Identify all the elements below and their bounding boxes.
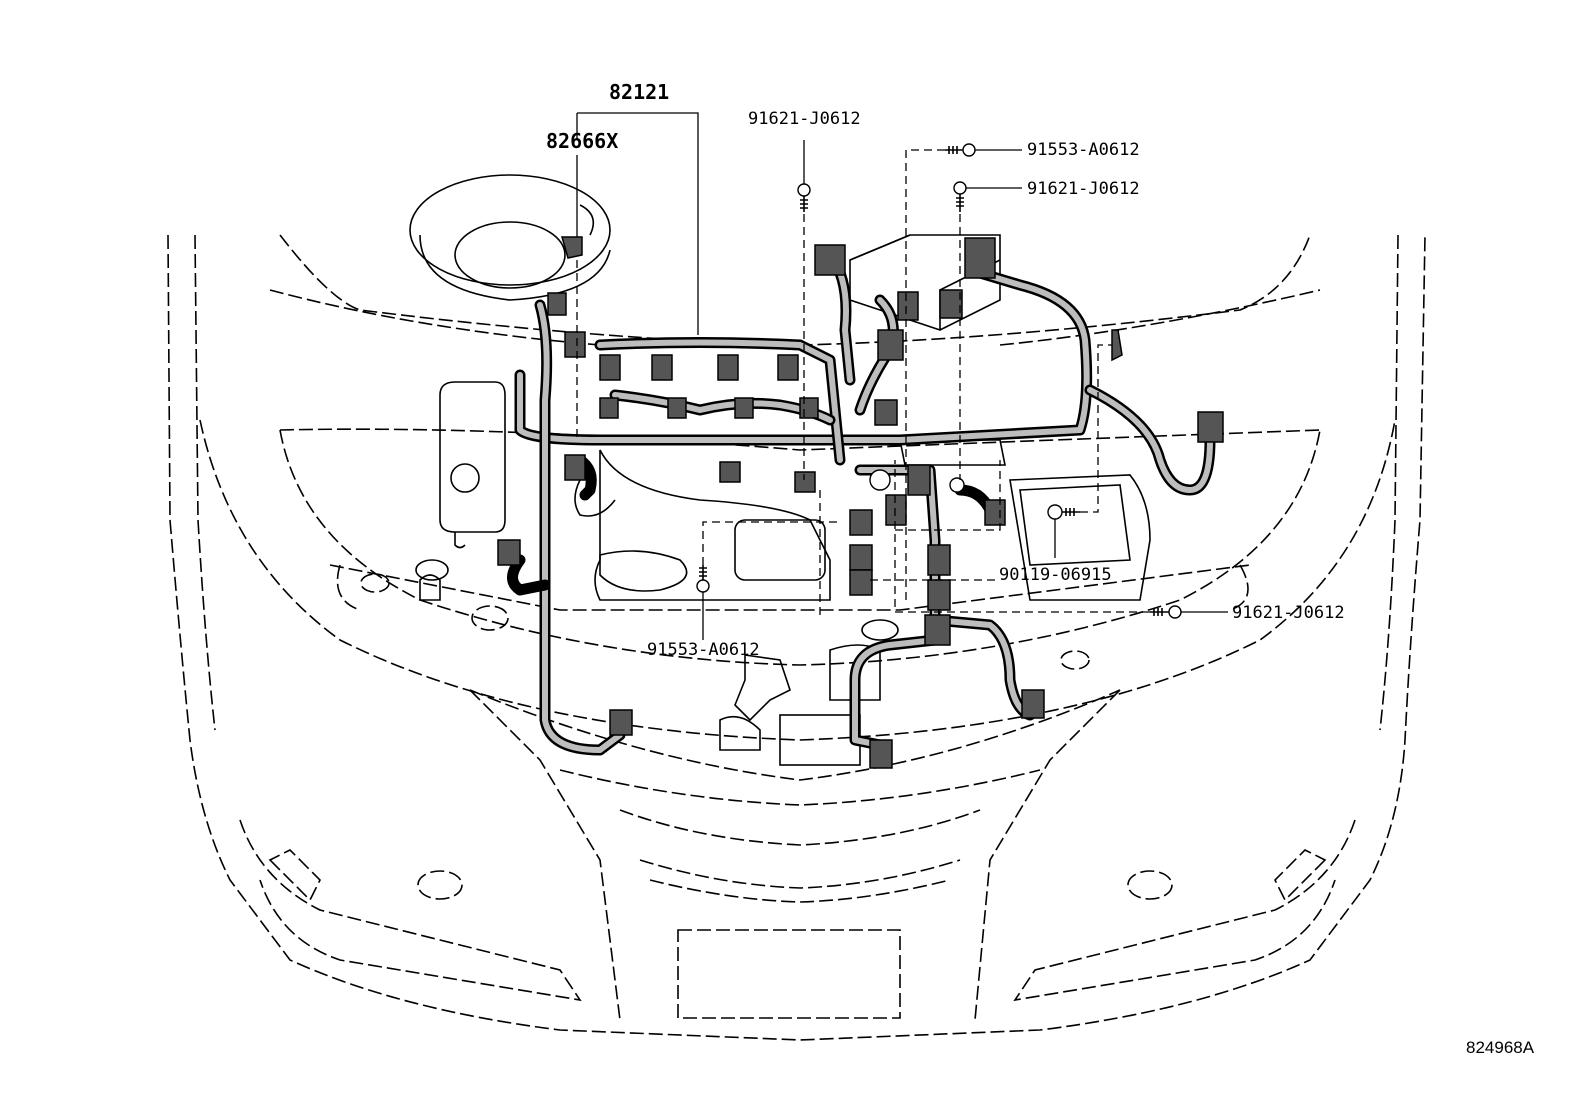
part-label-82121: 82121 (609, 80, 669, 104)
engine-components (409, 174, 1151, 766)
part-label-bolt-top-right-2: 91621-J0612 (1027, 179, 1140, 199)
part-label-bolt-right-lower: 91621-J0612 (1232, 603, 1345, 623)
bolt-icon (1150, 605, 1182, 619)
vehicle-body-outline (167, 234, 1426, 1041)
clip-icon (1047, 504, 1080, 520)
wire-harness (507, 249, 1216, 756)
part-label-bolt-center-lower: 91553-A0612 (647, 640, 760, 660)
bolt-icon (953, 181, 967, 212)
harness-connectors (497, 236, 1224, 769)
part-label-clip-right: 90119-06915 (999, 565, 1112, 585)
bolt-icon (696, 565, 710, 593)
part-label-bolt-top-center: 91621-J0612 (748, 109, 861, 129)
part-label-bolt-top-right-1: 91553-A0612 (1027, 140, 1140, 160)
fasteners (696, 143, 1182, 619)
part-label-82666x: 82666X (546, 129, 618, 153)
bolt-icon (945, 143, 976, 157)
leader-lines (576, 112, 1228, 640)
part-number-labels: 82121 82666X 91621-J0612 91553-A0612 916… (546, 80, 1535, 1057)
illustration-id: 824968A (1466, 1038, 1535, 1057)
bolt-icon (797, 183, 811, 212)
